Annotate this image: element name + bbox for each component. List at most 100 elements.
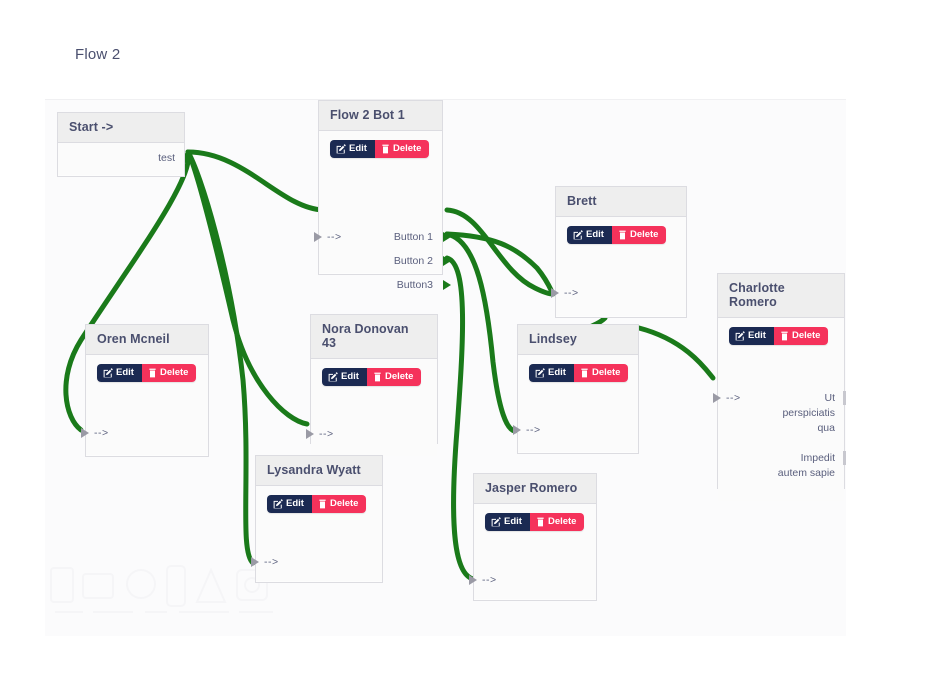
edit-button[interactable]: Edit [729, 327, 774, 345]
output-port-2[interactable]: Impedit autem sapie [777, 452, 835, 479]
flow-canvas[interactable]: Start -> test Flow 2 Bot 1 Edit Delete [45, 100, 846, 636]
delete-button[interactable]: Delete [773, 327, 829, 345]
node-body: Edit Delete --> Button 1 Button 2 Button… [314, 131, 451, 291]
edge-lindsey-to-charlotte [636, 325, 716, 381]
input-arrow-icon [251, 557, 259, 567]
edit-button-label: Edit [116, 367, 134, 379]
input-arrow-icon [713, 393, 721, 403]
delete-button-label: Delete [547, 516, 577, 528]
delete-button[interactable]: Delete [573, 364, 629, 382]
node-title: Start -> [58, 113, 184, 143]
edit-button-label: Edit [748, 330, 766, 342]
node-body: Edit Delete --> [81, 355, 208, 455]
input-arrow-icon [306, 429, 314, 439]
delete-button[interactable]: Delete [374, 140, 430, 158]
node-lysandra-wyatt[interactable]: Lysandra Wyatt Edit Delete --> [251, 455, 383, 583]
flow-header-bar: Flow 2 [45, 27, 846, 100]
input-port[interactable]: --> [526, 424, 541, 436]
edit-button-label: Edit [504, 516, 522, 528]
edit-button-label: Edit [586, 229, 604, 241]
pencil-square-icon [103, 368, 113, 378]
node-jasper-romero[interactable]: Jasper Romero Edit Delete --> [469, 473, 597, 601]
output-arrow-icon [443, 232, 451, 242]
node-body: Edit Delete --> [513, 355, 638, 452]
node-nora-donovan-43[interactable]: Nora Donovan 43 Edit Delete --> [306, 314, 438, 456]
edge-button3-to-jasper [444, 255, 476, 582]
input-port[interactable]: --> [319, 428, 334, 440]
edit-button[interactable]: Edit [267, 495, 312, 513]
edit-button[interactable]: Edit [330, 140, 375, 158]
edit-button[interactable]: Edit [485, 513, 530, 531]
output-port-button2[interactable]: Button 2 [393, 255, 433, 267]
node-brett[interactable]: Brett Edit Delete --> [551, 186, 687, 318]
input-port[interactable]: --> [264, 556, 279, 568]
node-body: Edit Delete --> Ut perspiciatis qua Impe… [713, 318, 846, 501]
trash-icon [319, 499, 326, 509]
output-arrow-icon [443, 280, 451, 290]
delete-button[interactable]: Delete [366, 368, 422, 386]
trash-icon [781, 331, 788, 341]
node-body: test [58, 143, 193, 175]
input-arrow-icon [469, 575, 477, 585]
edit-button-label: Edit [548, 367, 566, 379]
trash-icon [374, 372, 381, 382]
node-oren-mcneil[interactable]: Oren Mcneil Edit Delete --> [81, 324, 209, 457]
node-actions: Edit Delete [330, 140, 430, 158]
input-port[interactable]: --> [327, 231, 342, 243]
edge-button1-to-brett [444, 207, 556, 297]
pencil-square-icon [491, 517, 501, 527]
node-actions: Edit Delete [567, 226, 667, 244]
output-arrow-icon [443, 256, 451, 266]
delete-button[interactable]: Delete [311, 495, 367, 513]
trash-icon [537, 517, 544, 527]
input-port[interactable]: --> [482, 574, 497, 586]
trash-icon [382, 144, 389, 154]
delete-button[interactable]: Delete [141, 364, 197, 382]
node-actions: Edit Delete [529, 364, 629, 382]
node-start[interactable]: Start -> test [57, 112, 193, 177]
pencil-square-icon [735, 331, 745, 341]
node-lindsey[interactable]: Lindsey Edit Delete --> [513, 324, 639, 454]
input-port[interactable]: --> [726, 392, 741, 404]
input-port[interactable]: --> [564, 287, 579, 299]
edit-button[interactable]: Edit [97, 364, 142, 382]
edge-button2-to-brett [444, 231, 556, 297]
node-actions: Edit Delete [485, 513, 585, 531]
node-title: Brett [556, 187, 686, 217]
output-port-test[interactable]: test [158, 152, 175, 164]
node-actions: Edit Delete [322, 368, 422, 386]
delete-button[interactable]: Delete [611, 226, 667, 244]
input-arrow-icon [81, 428, 89, 438]
delete-button-label: Delete [329, 498, 359, 510]
node-charlotte-romero[interactable]: Charlotte Romero Edit Delete --> Ut pers… [713, 273, 846, 501]
edge-button2-to-lindsey [444, 231, 518, 434]
delete-button-label: Delete [791, 330, 821, 342]
pencil-square-icon [535, 368, 545, 378]
node-title: Oren Mcneil [86, 325, 208, 355]
output-port-button3[interactable]: Button3 [396, 279, 433, 291]
delete-button-label: Delete [629, 229, 659, 241]
node-title: Lindsey [518, 325, 638, 355]
delete-button[interactable]: Delete [529, 513, 585, 531]
edit-button[interactable]: Edit [529, 364, 574, 382]
node-flow2bot1[interactable]: Flow 2 Bot 1 Edit Delete --> Button 1 B [314, 100, 451, 291]
node-body: Edit Delete --> [469, 504, 596, 599]
output-port-1-stub [843, 391, 846, 405]
node-body: Edit Delete --> [306, 359, 437, 456]
input-arrow-icon [513, 425, 521, 435]
node-body: Edit Delete --> [251, 486, 382, 581]
page-title: Flow 2 [75, 46, 121, 63]
edit-button[interactable]: Edit [567, 226, 612, 244]
input-port[interactable]: --> [94, 427, 109, 439]
node-actions: Edit Delete [97, 364, 197, 382]
node-title: Charlotte Romero [718, 274, 844, 318]
edit-button[interactable]: Edit [322, 368, 367, 386]
output-port-button1[interactable]: Button 1 [393, 231, 433, 243]
node-title: Lysandra Wyatt [256, 456, 382, 486]
trash-icon [619, 230, 626, 240]
trash-icon [149, 368, 156, 378]
output-port-1[interactable]: Ut perspiciatis qua [782, 392, 835, 434]
node-title: Nora Donovan 43 [311, 315, 437, 359]
input-arrow-icon [551, 288, 559, 298]
